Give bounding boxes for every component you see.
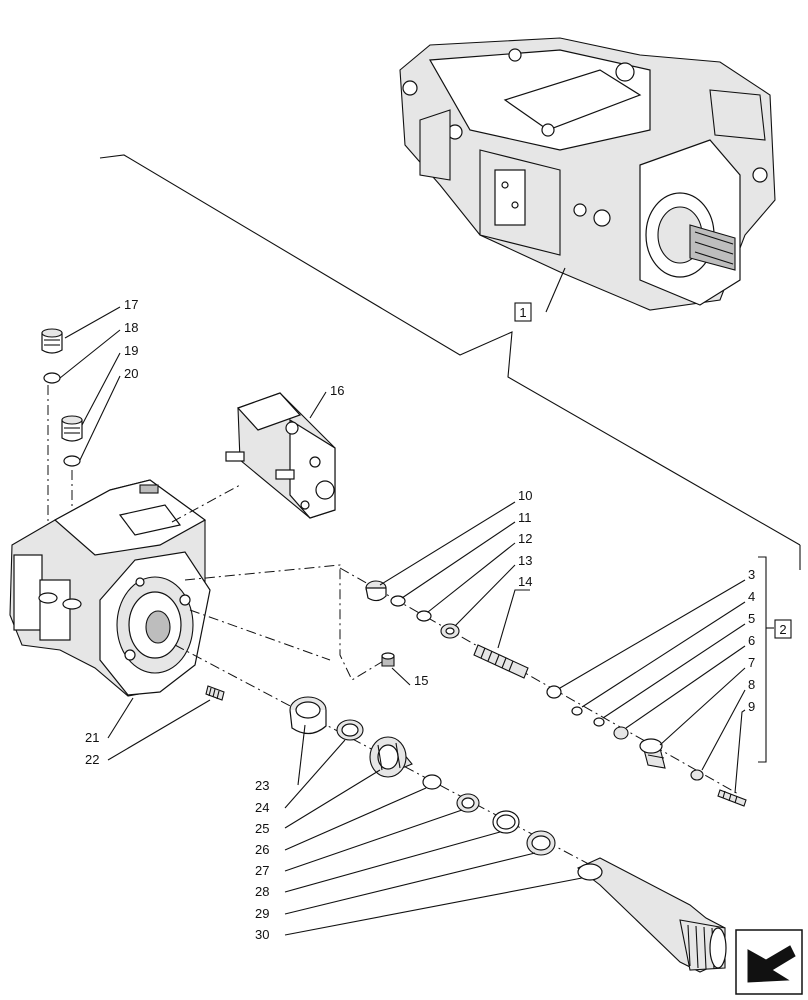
callout-6: 6	[748, 633, 755, 648]
callout-26: 26	[255, 842, 269, 857]
pump-housing	[9, 479, 211, 697]
callout-24: 24	[255, 800, 269, 815]
ring-27	[456, 793, 480, 813]
leader-22	[107, 699, 211, 761]
callout-9: 9	[748, 699, 755, 714]
callout-box-1	[514, 302, 532, 322]
plug-17	[41, 328, 63, 354]
leader-18	[59, 329, 121, 379]
bolt-22	[205, 685, 225, 701]
leader-12	[427, 542, 516, 613]
leader-13	[454, 564, 516, 627]
axis-lower	[189, 609, 331, 661]
ring-8	[690, 769, 704, 781]
callout-25: 25	[255, 821, 269, 836]
ring-12	[416, 610, 432, 622]
washer-13	[440, 623, 460, 639]
oring-18	[43, 372, 61, 384]
sleeve-23	[289, 696, 327, 735]
cap-10	[365, 580, 387, 602]
leader-26	[284, 787, 427, 851]
ring-11	[390, 595, 406, 607]
callout-13: 13	[518, 553, 532, 568]
plug-15	[381, 652, 395, 667]
callout-15: 15	[414, 673, 428, 688]
screw-9	[717, 789, 747, 807]
leader-10	[379, 501, 516, 586]
control-valve-16	[225, 392, 336, 519]
callout-11: 11	[518, 510, 532, 525]
callout-30: 30	[255, 927, 269, 942]
leader-25	[284, 769, 381, 829]
spool-14	[473, 644, 529, 679]
ring-4	[571, 706, 583, 716]
leader-11	[401, 521, 516, 599]
circlip-26	[422, 774, 442, 790]
leader-19	[81, 352, 121, 426]
callout-8: 8	[748, 677, 755, 692]
frame-line	[99, 154, 801, 546]
callout-22: 22	[85, 752, 99, 767]
axis-regulator	[339, 567, 741, 796]
leader-14	[497, 589, 530, 649]
leader-20	[79, 375, 121, 461]
callout-20: 20	[124, 366, 138, 381]
leader-30	[284, 877, 583, 936]
leader-8	[701, 689, 746, 771]
leader-9	[734, 709, 746, 794]
leader-7	[659, 667, 746, 746]
shaft-30	[576, 857, 727, 973]
callout-14: 14	[518, 574, 532, 589]
callout-1: 1	[519, 305, 526, 320]
leader-16	[309, 391, 327, 419]
leader-4	[581, 601, 746, 708]
callout-18: 18	[124, 320, 138, 335]
callout-box-2	[774, 619, 792, 639]
ring-28	[492, 810, 520, 834]
axis-upper	[184, 564, 386, 681]
callout-27: 27	[255, 863, 269, 878]
oring-20	[63, 455, 81, 467]
leader-21	[107, 697, 134, 739]
leader-24	[284, 739, 346, 809]
bracket-2	[758, 556, 767, 763]
axis-valve	[171, 484, 241, 523]
ring-3	[546, 685, 562, 699]
ring-5	[593, 717, 605, 727]
washer-6	[613, 726, 629, 740]
leader-1	[545, 267, 566, 313]
leader-27	[284, 809, 463, 872]
callout-2: 2	[779, 622, 786, 637]
callout-19: 19	[124, 343, 138, 358]
leader-29	[284, 852, 536, 915]
callout-5: 5	[748, 611, 755, 626]
callout-3: 3	[748, 567, 755, 582]
leader-28	[284, 831, 501, 893]
assembled-pump-illustration	[399, 37, 776, 311]
leader-23	[297, 724, 306, 786]
leader-17	[64, 306, 121, 339]
callout-12: 12	[518, 531, 532, 546]
callout-17: 17	[124, 297, 138, 312]
leader-5	[602, 623, 746, 719]
leader-3	[559, 579, 746, 689]
callout-23: 23	[255, 778, 269, 793]
leader-15	[391, 667, 411, 686]
callout-28: 28	[255, 884, 269, 899]
seal-29	[526, 830, 556, 856]
fitting-7	[639, 738, 666, 769]
callout-4: 4	[748, 589, 755, 604]
callout-7: 7	[748, 655, 755, 670]
bearing-25	[369, 736, 413, 778]
callout-16: 16	[330, 383, 344, 398]
plug-19	[61, 415, 83, 442]
ring-24	[336, 719, 364, 741]
callout-29: 29	[255, 906, 269, 921]
callout-21: 21	[85, 730, 99, 745]
callout-10: 10	[518, 488, 532, 503]
next-page-arrow-icon[interactable]	[735, 929, 803, 995]
leader-6	[625, 645, 746, 729]
